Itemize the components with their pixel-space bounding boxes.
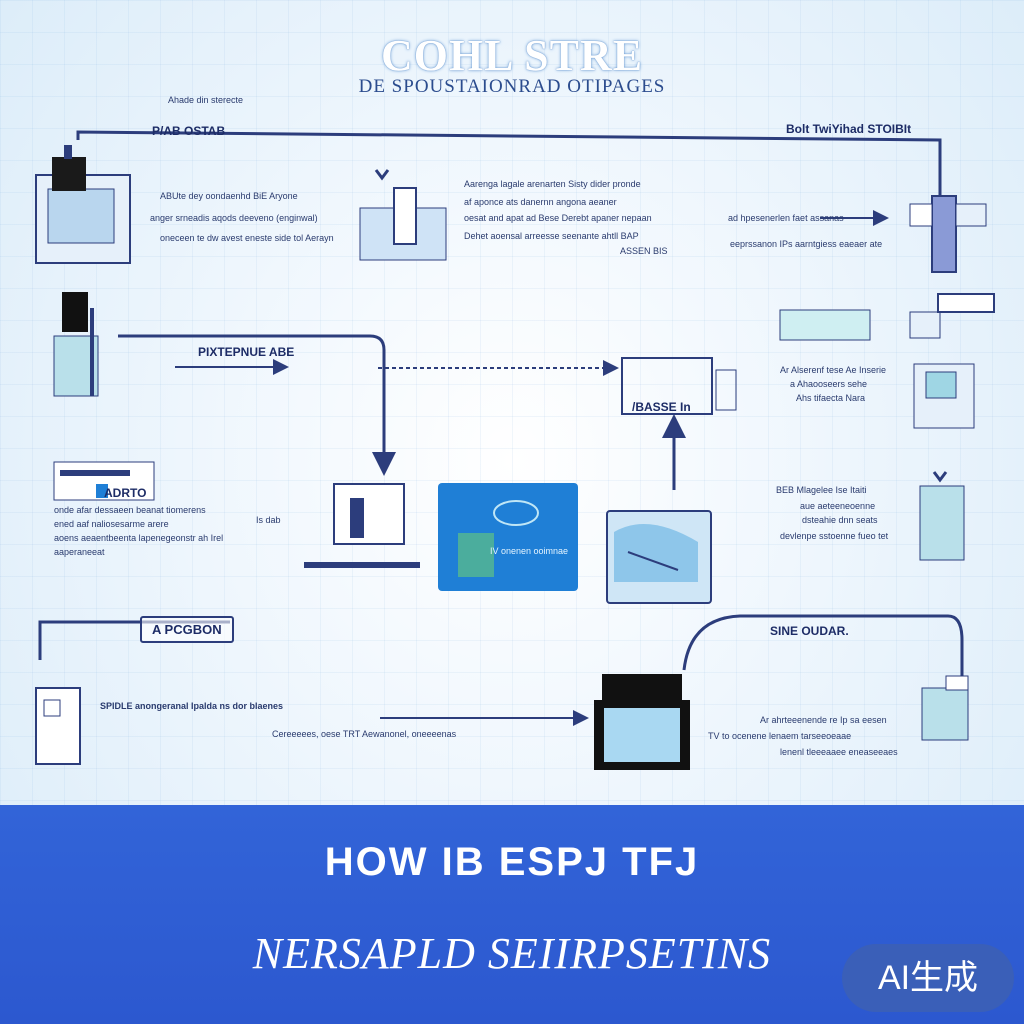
factory-icon — [300, 478, 425, 573]
ml-text-5: aaperaneeat — [54, 547, 105, 557]
spidle-text: SPIDLE anongeranal Ipalda ns dor blaenes — [100, 701, 284, 711]
pixel-label: PIXTEPNUE ABE — [198, 345, 295, 359]
ml-text-2: onde afar dessaeen beanat tiomerens — [54, 505, 206, 515]
mr-text-3: Ahs tifaecta Nara — [796, 393, 866, 403]
mr-text-1: Ar Alserenf tese Ae Inserie — [780, 365, 887, 375]
illustration-card[interactable] — [606, 510, 712, 604]
left-text-2: anger srneadis aqods deeveno (enginwal) — [150, 213, 318, 223]
banner-subheading: NERSAPLD SEIIRPSETINS — [252, 929, 772, 978]
station-icon — [912, 470, 972, 565]
camera-icon — [590, 668, 700, 778]
right-text-2: eeprssanon IPs aarntgiess eaeaer ate — [730, 239, 883, 249]
diagram-title: COHL STRE — [380, 31, 644, 80]
top-right-label: Bolt TwiYihad STOIBIt — [786, 122, 912, 136]
left-text-1: ABUte dey oondaenhd BiE Aryone — [160, 191, 298, 201]
card-graphic — [458, 500, 539, 577]
ml-text-4: aoens aeaentbeenta lapenegeonstr ah Irel — [54, 533, 224, 543]
ml-text-1: ADRTO — [104, 486, 147, 500]
top-left-caption: Ahade din sterecte — [168, 95, 244, 105]
frame-icon — [612, 350, 742, 420]
center-text-4: Dehet aoensal arreesse seenante ahtll BA… — [464, 231, 639, 241]
machine-icon — [34, 145, 134, 265]
sine-connector — [682, 614, 964, 680]
sine-label: SINE OUDAR. — [770, 624, 849, 638]
top-left-label: P/AB OSTAB — [152, 124, 226, 138]
spidle-text-2: Cereeeees, oese TRT Aewanonel, oneeeenas — [272, 729, 457, 739]
rm-text-1: BEB Mlagelee Ise Itaiti — [776, 485, 867, 495]
rm-text-3: dsteahie dnn seats — [802, 515, 878, 525]
building-icon — [356, 168, 451, 263]
ml-side-label: Is dab — [256, 515, 281, 525]
mid-box-label: /BASSE In — [632, 400, 691, 414]
right-text-1: ad hpesenerlen faet assanas — [728, 213, 844, 223]
mr-text-2: a Ahaooseers sehe — [790, 379, 868, 389]
device-icon — [908, 190, 990, 275]
equipment-icon — [912, 670, 977, 745]
ai-generated-badge: AI生成 — [842, 944, 1014, 1012]
machine-icon-2 — [908, 358, 983, 433]
tower-icon — [50, 288, 110, 408]
left-connector — [118, 334, 396, 476]
rm-text-2: aue aeteeneoenne — [800, 501, 876, 511]
diagram-subtitle: DE SPOUSTAIONRAD OTIPAGES — [358, 76, 666, 97]
center-text-5: ASSEN BIS — [620, 246, 668, 256]
center-text-1: Aarenga lagale arenarten Sisty dider pro… — [464, 179, 641, 189]
center-text-2: af aponce ats danernn angona aeaner — [464, 197, 617, 207]
rm-text-4: devlenpe sstoenne fueo tet — [780, 531, 889, 541]
card-illustration — [614, 524, 698, 582]
panel-icon — [52, 460, 162, 505]
poron-box[interactable]: A PCGBON — [140, 616, 234, 643]
ml-text-3: ened aaf naliosesarme arere — [54, 519, 169, 529]
blue-card[interactable]: IV onenen ooimnae — [438, 483, 578, 591]
left-text-3: oneceen te dw avest eneste side tol Aera… — [160, 233, 334, 243]
banner-heading: HOW IB ESPJ TFJ — [324, 840, 700, 884]
center-text-3: oesat and apat ad Bese Derebt apaner nep… — [464, 213, 652, 223]
vehicle-icon — [760, 290, 1000, 360]
br-text-1: Ar ahrteeenende re Ip sa eesen — [760, 715, 887, 725]
br-text-2: TV to ocenene lenaem tarseeoeaae — [708, 731, 852, 741]
top-connector — [76, 130, 942, 195]
blue-card-text: IV onenen ooimnae — [490, 546, 569, 556]
connector-lines — [38, 130, 964, 726]
robot-icon — [30, 680, 90, 770]
br-text-3: lenenl tleeeaaee eneaseeaes — [780, 747, 898, 757]
